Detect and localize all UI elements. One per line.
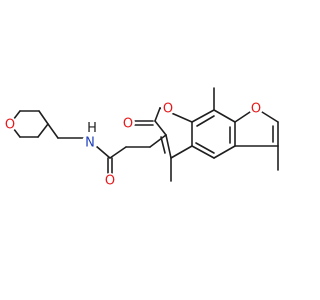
bond-benzene-2: [213, 109, 236, 123]
atom-furan-oxygen: O: [251, 102, 261, 117]
bond-benzene-4: [213, 145, 236, 159]
atom-lactone-carbonyl-oxygen: O: [123, 117, 133, 132]
molecule-canvas: O N H O O O O: [3, 87, 279, 189]
bond-n-carbonyl: [95, 145, 111, 159]
bond-chain-3: [149, 134, 167, 148]
atom-bg-n: [82, 134, 98, 150]
bond-pyranone-c2-o1: [154, 107, 161, 122]
atom-amide-nitrogen: N: [85, 136, 95, 151]
atom-bg-lactone-ring-o: [161, 101, 175, 115]
bond-oxane-4: [37, 123, 49, 138]
atom-bg-oxane-o: [3, 117, 17, 131]
bond-furan-o-c2: [261, 111, 279, 123]
bond-pyranone-c3-c2: [154, 120, 167, 136]
atom-bg-lactone-carbonyl-o: [121, 116, 135, 130]
bond-pyranone-c4-c3-b: [160, 136, 166, 154]
atom-amide-oxygen: O: [105, 174, 115, 189]
bond-benzene-inner-1: [196, 115, 215, 127]
bond-chain-1: [109, 146, 127, 159]
bond-pyranone-c4-c3-a: [165, 134, 172, 159]
bond-pyranone-c4a-c4: [170, 145, 193, 159]
bond-benzene-5: [191, 145, 215, 159]
bond-oxane-ch2: [47, 123, 59, 139]
atom-amide-hydrogen: H: [87, 121, 97, 136]
bond-benzene-1: [191, 109, 215, 123]
bond-furan-c-o: [234, 111, 251, 123]
atom-bg-amide-o: [103, 173, 117, 187]
atom-oxane-oxygen: O: [5, 118, 15, 133]
bond-benzene-inner-3: [195, 142, 215, 154]
bonds: [9, 87, 279, 182]
bond-oxane-3: [38, 110, 49, 125]
atom-lactone-ring-oxygen: O: [163, 102, 173, 117]
molecule-structure-diagram: O N H O O O O: [3, 87, 279, 189]
atom-bg-furan-o: [249, 101, 263, 115]
atom-labels: O N H O O O O: [3, 101, 263, 189]
